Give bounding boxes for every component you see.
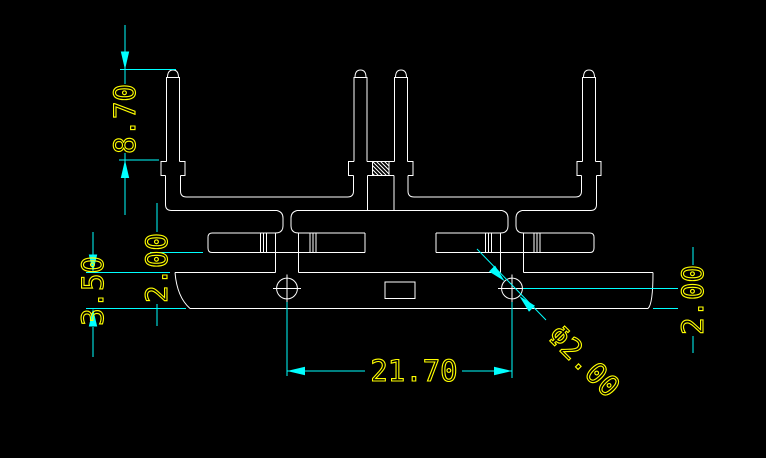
- funnel-left[interactable]: [275, 210, 299, 273]
- base-plate[interactable]: [174, 272, 654, 309]
- latch-bars[interactable]: [207, 232, 595, 253]
- dim-pin-height[interactable]: 8.70: [108, 25, 176, 215]
- dimensions[interactable]: 8.70 2.00 3.50 21.70 2.00: [76, 25, 711, 405]
- upper-band[interactable]: [171, 196, 591, 211]
- dim-hole-pitch[interactable]: 21.70: [286, 302, 513, 389]
- dim-hole-to-bottom-text[interactable]: 2.00: [676, 265, 711, 336]
- funnel-right[interactable]: [500, 210, 524, 273]
- pin-3[interactable]: [388, 69, 415, 211]
- dim-hole-to-bottom[interactable]: 2.00: [523, 247, 711, 353]
- base-slot-rectangle: [384, 281, 416, 299]
- mounting-hole-right[interactable]: [498, 274, 526, 303]
- dim-base-thickness[interactable]: 3.50: [76, 232, 186, 357]
- dim-hole-diameter-text[interactable]: Φ2.00: [540, 318, 627, 405]
- mounting-hole-left[interactable]: [273, 274, 301, 303]
- dim-pin-height-text[interactable]: 8.70: [108, 84, 143, 155]
- pin-2[interactable]: [347, 69, 373, 211]
- dim-base-thickness-text[interactable]: 3.50: [76, 256, 111, 327]
- dim-latch-height-text[interactable]: 2.00: [140, 233, 175, 304]
- component-geometry[interactable]: [160, 69, 654, 309]
- dim-hole-pitch-text[interactable]: 21.70: [370, 354, 458, 389]
- dim-latch-height[interactable]: 2.00: [140, 203, 203, 326]
- center-hatch-section[interactable]: [372, 161, 390, 176]
- pin-1[interactable]: [160, 69, 187, 211]
- pin-4[interactable]: [575, 69, 602, 211]
